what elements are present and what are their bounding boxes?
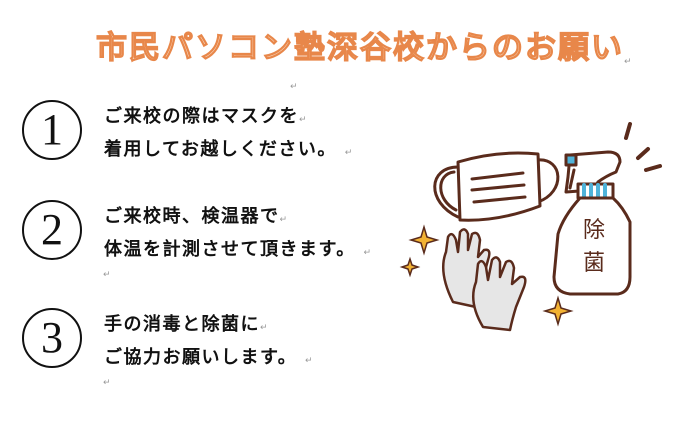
circled-number-1: 1	[22, 100, 82, 160]
bottle-label-bottom: 菌	[583, 251, 605, 276]
page-title: 市民パソコン塾深谷校からのお願い↵	[95, 22, 634, 67]
bottle-label-top: 除	[583, 218, 605, 243]
circled-number-3: 3	[22, 308, 82, 368]
paragraph-mark: ↵	[299, 115, 309, 125]
item-1-line-2: 着用してお越しください。	[104, 139, 337, 160]
paragraph-mark: ↵	[279, 215, 289, 225]
paragraph-mark: ↵	[304, 356, 315, 366]
hygiene-illustration: 除 菌	[399, 122, 662, 332]
item-2-line-2: 体温を計測させて頂きます。	[104, 239, 356, 260]
spray-bottle-icon	[552, 122, 662, 296]
paragraph-mark: ↵	[103, 270, 111, 280]
item-3-line-1: 手の消毒と除菌に	[104, 314, 260, 335]
face-mask-icon	[433, 151, 560, 222]
paragraph-mark: ↵	[624, 57, 634, 67]
paragraph-mark: ↵	[363, 248, 373, 258]
paragraph-mark: ↵	[344, 148, 354, 158]
item-1-line-1: ご来校の際はマスクを	[104, 106, 299, 127]
paragraph-mark: ↵	[260, 323, 270, 333]
title-text: 市民パソコン塾深谷校からのお願い	[95, 29, 624, 66]
item-3-line-2: ご協力お願いします。	[104, 347, 298, 368]
item-2-line-1: ご来校時、検温器で	[104, 206, 280, 227]
paragraph-mark: ↵	[290, 82, 298, 92]
circled-number-2: 2	[22, 200, 82, 260]
paragraph-mark: ↵	[103, 378, 111, 388]
sparkle-icon	[399, 224, 574, 327]
gloves-icon	[441, 228, 527, 332]
